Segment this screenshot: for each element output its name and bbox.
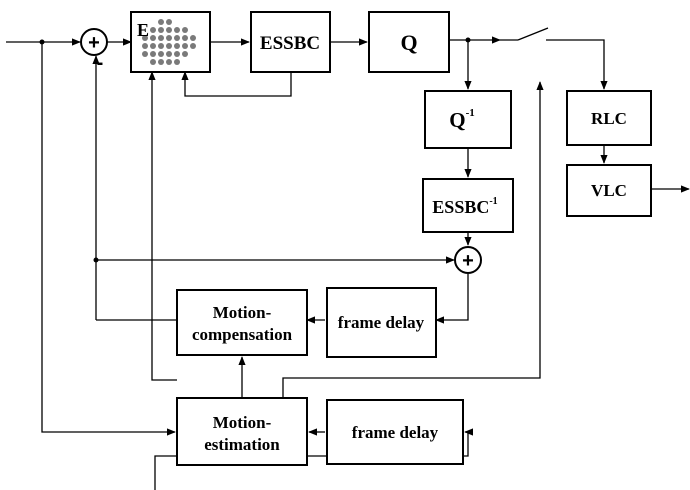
input-summer-minus: - bbox=[97, 52, 104, 74]
junction-q-out bbox=[466, 38, 471, 43]
motion-estimation-label-1: Motion- bbox=[213, 413, 272, 432]
essbc-inverse-block: ESSBC-1 bbox=[423, 179, 513, 232]
junction-prediction bbox=[94, 258, 99, 263]
essbc-block: ESSBC bbox=[251, 12, 330, 72]
wire-switch-to-rlc bbox=[546, 40, 604, 89]
junction-input bbox=[40, 40, 45, 45]
motion-estimation-block: Motion- estimation bbox=[177, 398, 307, 465]
frame-delay-bottom-label: frame delay bbox=[352, 423, 439, 442]
essbc-label: ESSBC bbox=[260, 33, 320, 54]
motion-compensation-label-1: Motion- bbox=[213, 303, 272, 322]
rlc-label: RLC bbox=[591, 109, 627, 128]
vlc-label: VLC bbox=[591, 181, 627, 200]
e-block-label: E bbox=[137, 20, 149, 40]
vlc-block: VLC bbox=[567, 165, 651, 216]
q-block: Q bbox=[369, 12, 449, 72]
input-summer-sign: + bbox=[88, 32, 100, 54]
e-block: E bbox=[131, 12, 210, 72]
switch-blade bbox=[518, 28, 548, 40]
wire-me-to-e bbox=[152, 72, 177, 380]
essbc-inverse-label: ESSBC-1 bbox=[432, 196, 497, 217]
frame-delay-top-label: frame delay bbox=[338, 313, 425, 332]
motion-estimation-label-2: estimation bbox=[204, 435, 280, 454]
q-label: Q bbox=[400, 30, 417, 55]
q-inverse-block: Q-1 bbox=[425, 91, 511, 148]
frame-delay-bottom-block: frame delay bbox=[327, 400, 463, 464]
motion-compensation-label-2: compensation bbox=[192, 325, 293, 344]
wire-input-to-me bbox=[42, 42, 175, 432]
input-summer: + - bbox=[81, 29, 107, 74]
wire-recon-to-fdelay bbox=[436, 274, 468, 320]
rlc-block: RLC bbox=[567, 91, 651, 145]
motion-compensation-block: Motion- compensation bbox=[177, 290, 307, 355]
wire-essbc-feedback bbox=[185, 72, 291, 96]
recon-summer-sign: + bbox=[462, 250, 474, 272]
recon-summer: + bbox=[455, 247, 481, 273]
frame-delay-top-block: frame delay bbox=[327, 288, 436, 357]
